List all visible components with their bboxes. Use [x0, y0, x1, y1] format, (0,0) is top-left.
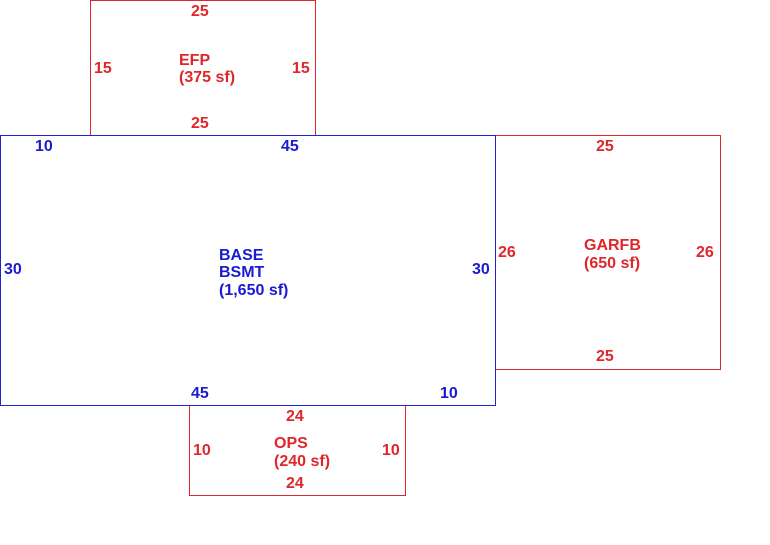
garfb-top-dimension: 25	[596, 138, 614, 155]
efp-name: EFP	[179, 52, 211, 69]
efp-area-size: (375 sf)	[179, 69, 236, 86]
ops-bottom-dimension: 24	[286, 475, 304, 492]
efp-top-dimension: 25	[191, 3, 209, 20]
base-left-dimension: 30	[4, 261, 22, 278]
efp-bottom-dimension: 25	[191, 115, 209, 132]
base-bottom-dimension: 45	[191, 385, 209, 402]
base-bottom-right-dimension: 10	[440, 385, 458, 402]
garfb-name: GARFB	[584, 237, 641, 254]
base-area-size: (1,650 sf)	[219, 282, 289, 299]
efp-right-dimension: 15	[292, 60, 310, 77]
base-right-dimension: 30	[472, 261, 490, 278]
efp-left-dimension: 15	[94, 60, 112, 77]
ops-name: OPS	[274, 435, 308, 452]
garfb-right-dimension: 26	[696, 244, 714, 261]
ops-right-dimension: 10	[382, 442, 400, 459]
garfb-bottom-dimension: 25	[596, 348, 614, 365]
garfb-left-dimension: 26	[498, 244, 516, 261]
garfb-area-size: (650 sf)	[584, 255, 641, 272]
ops-area-size: (240 sf)	[274, 453, 331, 470]
base-name-line2: BSMT	[219, 264, 265, 281]
ops-left-dimension: 10	[193, 442, 211, 459]
base-top-dimension: 45	[281, 138, 299, 155]
base-area-outline	[0, 135, 496, 406]
base-name-line1: BASE	[219, 247, 264, 264]
base-top-left-dimension: 10	[35, 138, 53, 155]
ops-top-dimension: 24	[286, 408, 304, 425]
